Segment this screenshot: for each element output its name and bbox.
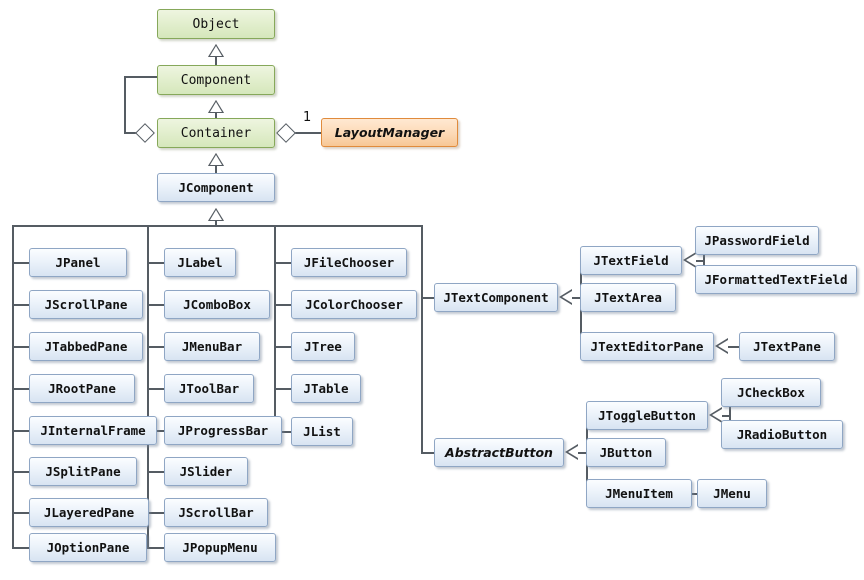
- connector-jtextfield-stem: [696, 260, 704, 262]
- connector-col4-spine: [421, 225, 423, 453]
- class-node-jtextpane[interactable]: JTextPane: [739, 332, 835, 361]
- class-node-jpopupmenu[interactable]: JPopupMenu: [164, 533, 276, 562]
- class-node-jrootpane[interactable]: JRootPane: [29, 374, 135, 403]
- generalization-arrow-abstractbutton: [565, 444, 578, 460]
- connector-col1-stub-2: [12, 346, 30, 348]
- class-node-jcomponent[interactable]: JComponent: [157, 173, 275, 202]
- generalization-arrow-jcomponent-subclasses: [208, 208, 224, 221]
- connector-container-component-aggregation-vert: [124, 76, 126, 133]
- class-node-jtextarea[interactable]: JTextArea: [580, 283, 676, 312]
- class-node-jinternalframe[interactable]: JInternalFrame: [29, 416, 157, 445]
- connector-container-component-aggregation-top: [124, 76, 158, 78]
- connector-col1-stub-4: [12, 430, 30, 432]
- class-node-jlayeredpane[interactable]: JLayeredPane: [29, 498, 149, 527]
- class-node-jpanel[interactable]: JPanel: [29, 248, 127, 277]
- multiplicity-label-1: 1: [303, 110, 312, 125]
- class-node-jtable[interactable]: JTable: [291, 374, 361, 403]
- class-node-jtoolbar[interactable]: JToolBar: [164, 374, 254, 403]
- connector-jtextcomponent-stem: [572, 297, 581, 299]
- class-node-jbutton[interactable]: JButton: [586, 438, 666, 467]
- interface-node-layoutmanager[interactable]: LayoutManager: [321, 118, 458, 147]
- class-node-jlist[interactable]: JList: [291, 417, 353, 446]
- class-node-jtree[interactable]: JTree: [291, 332, 355, 361]
- connector-col1-stub-5: [12, 471, 30, 473]
- class-node-jscrollpane[interactable]: JScrollPane: [29, 290, 143, 319]
- generalization-arrow-jtextfield: [683, 252, 696, 268]
- connector-col2-stub-7: [147, 547, 165, 549]
- connector-jtogglebutton-sub-bus: [729, 392, 731, 436]
- class-node-jmenu[interactable]: JMenu: [697, 479, 767, 508]
- class-node-jcombobox[interactable]: JComboBox: [164, 290, 270, 319]
- connector-col1-stub-1: [12, 304, 30, 306]
- connector-col1-stub-3: [12, 388, 30, 390]
- connector-jtextpane: [728, 346, 740, 348]
- connector-container-layoutmanager: [293, 132, 321, 134]
- class-node-jcolorchooser[interactable]: JColorChooser: [291, 290, 417, 319]
- class-node-jslider[interactable]: JSlider: [164, 457, 248, 486]
- connector-col4-stub-jtextcomponent: [421, 297, 435, 299]
- connector-col2-stub-3: [147, 388, 165, 390]
- connector-col2-stub-1: [147, 304, 165, 306]
- class-node-jtogglebutton[interactable]: JToggleButton: [586, 401, 708, 430]
- class-node-jtextcomponent[interactable]: JTextComponent: [434, 283, 558, 312]
- class-node-jradiobutton[interactable]: JRadioButton: [721, 420, 843, 449]
- class-node-container[interactable]: Container: [157, 118, 275, 148]
- connector-col3-spine: [274, 225, 276, 432]
- class-node-jcheckbox[interactable]: JCheckBox: [721, 378, 821, 407]
- connector-col3-stub-4: [274, 431, 292, 433]
- class-node-abstractbutton[interactable]: AbstractButton: [434, 438, 564, 467]
- connector-col3-stub-1: [274, 304, 292, 306]
- class-node-jmenuitem[interactable]: JMenuItem: [586, 479, 692, 508]
- class-node-jlabel[interactable]: JLabel: [164, 248, 236, 277]
- connector-col3-stub-0: [274, 262, 292, 264]
- connector-jtogglebutton-stem: [722, 415, 730, 417]
- connector-col1-stub-0: [12, 262, 30, 264]
- generalization-arrow-object-component: [208, 44, 224, 57]
- connector-col2-stub-2: [147, 346, 165, 348]
- generalization-arrow-component-container: [208, 100, 224, 113]
- class-node-component[interactable]: Component: [157, 65, 275, 95]
- connector-col1-stub-6: [12, 512, 30, 514]
- class-node-jtextfield[interactable]: JTextField: [580, 246, 682, 275]
- class-node-object[interactable]: Object: [157, 9, 275, 39]
- class-node-jfilechooser[interactable]: JFileChooser: [291, 248, 407, 277]
- connector-object-component: [215, 57, 217, 66]
- generalization-arrow-container-jcomponent: [208, 153, 224, 166]
- aggregation-diamond-container-left: [135, 123, 155, 143]
- class-node-jtabbedpane[interactable]: JTabbedPane: [29, 332, 143, 361]
- class-node-jformattedtextfield[interactable]: JFormattedTextField: [695, 265, 857, 294]
- generalization-arrow-jtextcomponent: [559, 289, 572, 305]
- connector-subclass-bus: [12, 225, 422, 227]
- connector-col3-stub-3: [274, 388, 292, 390]
- class-node-jpasswordfield[interactable]: JPasswordField: [695, 226, 819, 255]
- connector-col2-stub-6: [147, 512, 165, 514]
- connector-col2-stub-5: [147, 471, 165, 473]
- connector-jtextfield-sub-bus: [703, 240, 705, 280]
- class-node-jsplitpane[interactable]: JSplitPane: [29, 457, 137, 486]
- class-node-jscrollbar[interactable]: JScrollBar: [164, 498, 268, 527]
- connector-container-component-aggregation-bottom: [124, 132, 140, 134]
- connector-col1-spine: [12, 225, 14, 548]
- aggregation-diamond-container-right: [276, 123, 296, 143]
- connector-abstractbutton-stem: [578, 452, 587, 454]
- class-node-joptionpane[interactable]: JOptionPane: [29, 533, 147, 562]
- class-node-jmenubar[interactable]: JMenuBar: [164, 332, 260, 361]
- connector-jcomponent-bus-stem: [215, 221, 217, 226]
- connector-component-container: [215, 113, 217, 120]
- connector-col1-stub-7: [12, 547, 30, 549]
- connector-container-jcomponent: [215, 166, 217, 174]
- generalization-arrow-jtogglebutton: [709, 407, 722, 423]
- generalization-arrow-jtexteditorpane: [715, 338, 728, 354]
- connector-col4-stub-abstractbutton: [421, 452, 435, 454]
- connector-col3-stub-2: [274, 346, 292, 348]
- connector-col2-stub-0: [147, 262, 165, 264]
- class-node-jprogressbar[interactable]: JProgressBar: [164, 416, 282, 445]
- class-node-jtexteditorpane[interactable]: JTextEditorPane: [580, 332, 714, 361]
- connector-col2-spine: [147, 225, 149, 548]
